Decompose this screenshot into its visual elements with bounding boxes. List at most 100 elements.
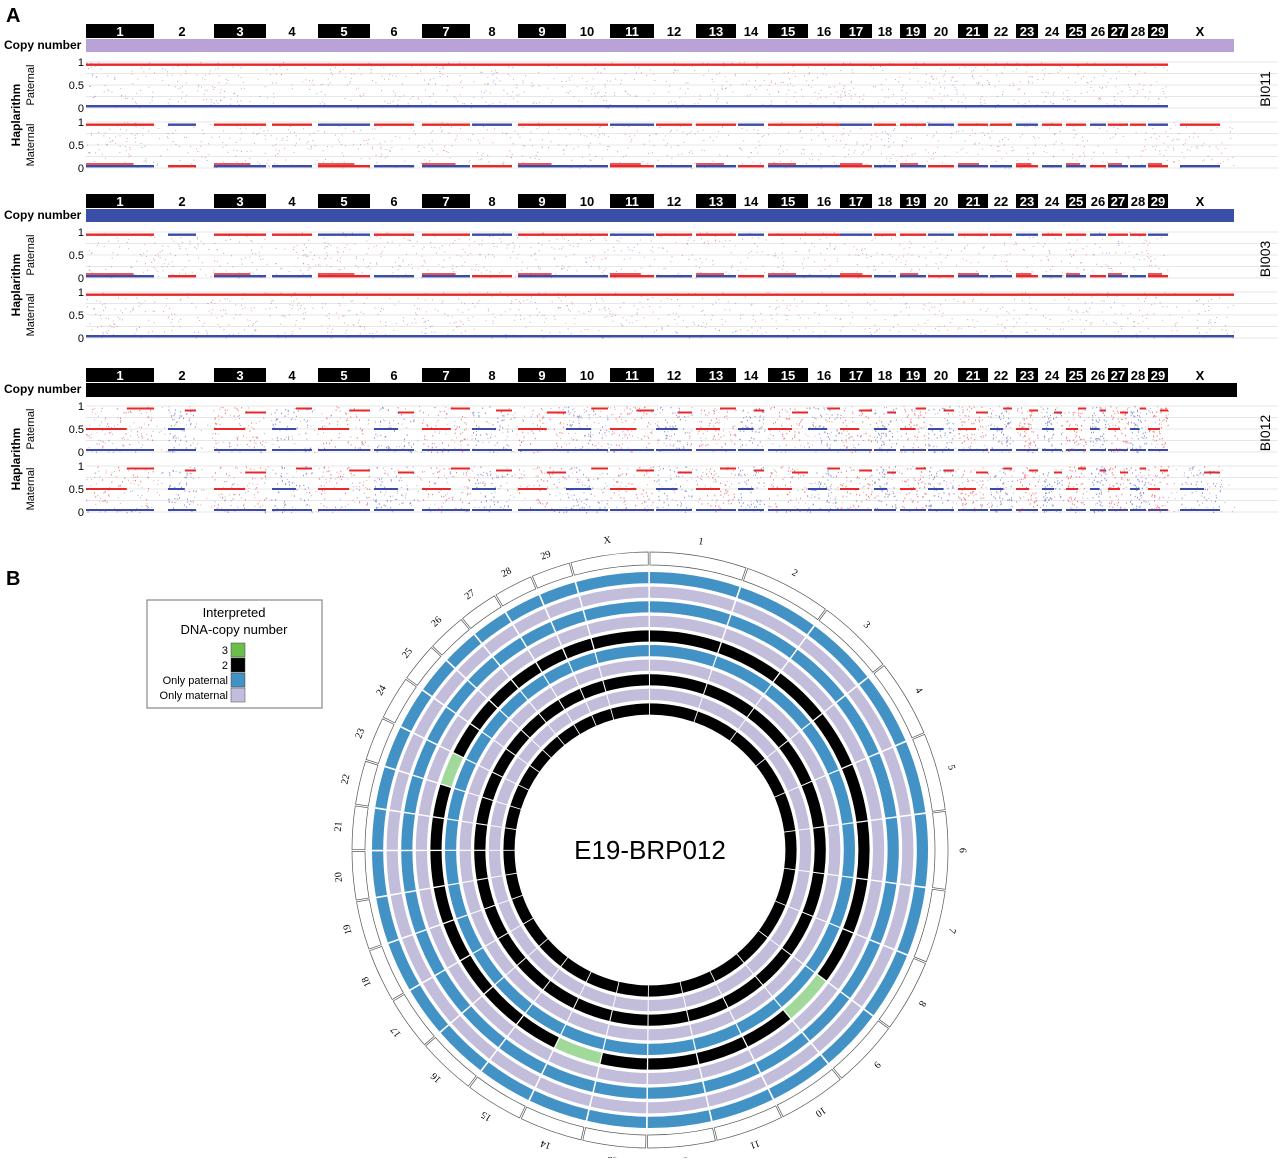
circos-chromosome-label: 8 bbox=[916, 999, 928, 1009]
hap-segment-bottom bbox=[1180, 165, 1220, 168]
hap-segment-bottom bbox=[874, 449, 896, 451]
ring-segment bbox=[446, 680, 476, 713]
axis-tick-label: 0.5 bbox=[69, 484, 84, 496]
hap-segment-mid bbox=[214, 488, 246, 490]
hap-segment-accent bbox=[840, 163, 863, 165]
ring-segment bbox=[736, 999, 781, 1034]
hap-segment-top bbox=[792, 471, 808, 474]
hap-segment-bottom bbox=[696, 509, 736, 511]
ring-segment bbox=[489, 680, 518, 708]
hap-red-band bbox=[86, 63, 1168, 66]
circos-chromosome-label: 5 bbox=[945, 764, 957, 772]
ring-segment bbox=[613, 996, 648, 1012]
hap-segment-top bbox=[126, 467, 154, 470]
axis-tick-label: 0 bbox=[78, 163, 84, 175]
hap-segment-mid bbox=[214, 428, 246, 430]
hap-segment-bottom bbox=[318, 275, 370, 278]
ring-segment bbox=[650, 688, 702, 708]
chromosome-box bbox=[1016, 194, 1038, 208]
hap-segment-bottom bbox=[566, 449, 608, 451]
ideogram-segment bbox=[878, 958, 927, 1028]
hap-segment-top bbox=[1160, 409, 1168, 412]
chromosome-label: 9 bbox=[538, 194, 545, 209]
chromosome-label: 26 bbox=[1091, 24, 1105, 39]
ring-segment bbox=[459, 850, 474, 883]
hap-noise-column bbox=[901, 466, 927, 509]
hap-noise-column bbox=[318, 466, 371, 513]
ring-segment bbox=[650, 703, 698, 722]
chromosome-box bbox=[1108, 194, 1128, 208]
ring-segment bbox=[476, 797, 493, 825]
hap-segment-top bbox=[928, 233, 954, 236]
ring-segment bbox=[491, 876, 509, 904]
hap-segment-top bbox=[720, 407, 736, 410]
ring-segment bbox=[500, 691, 528, 718]
hap-segment-top bbox=[450, 407, 470, 410]
ring-segment bbox=[376, 896, 399, 943]
panel-b-circos: 1234567891011121314151617181920212223242… bbox=[146, 535, 968, 1163]
ideogram-segment bbox=[912, 733, 946, 812]
hap-segment-bottom bbox=[1090, 165, 1106, 168]
circos-chromosome-label: 26 bbox=[429, 615, 444, 630]
axis-tick-label: 1 bbox=[78, 227, 84, 239]
hap-noise-red bbox=[86, 292, 1235, 339]
ring-segment bbox=[557, 724, 580, 745]
chromosome-label: 21 bbox=[966, 194, 980, 209]
chromosome-label: 25 bbox=[1069, 24, 1083, 39]
ideogram-segment bbox=[531, 562, 574, 589]
ring-segment bbox=[723, 976, 763, 1008]
ring-segment bbox=[448, 883, 468, 919]
hap-segment-bottom bbox=[656, 275, 692, 278]
chromosome-box bbox=[1148, 24, 1168, 38]
hap-segment-top bbox=[1108, 123, 1128, 126]
ideogram-segment bbox=[743, 568, 826, 621]
legend-item-label: 2 bbox=[222, 660, 228, 672]
hap-segment-accent bbox=[86, 273, 134, 275]
hap-noise-red bbox=[86, 122, 1235, 169]
circos-ideogram: 1234567891011121314151617181920212223242… bbox=[333, 535, 968, 1163]
hap-noise-column bbox=[1016, 467, 1039, 513]
ideogram-segment bbox=[355, 760, 379, 807]
hap-segment-bottom bbox=[1090, 509, 1106, 511]
ring-segment bbox=[648, 982, 683, 997]
chromosome-box bbox=[768, 368, 808, 382]
hap-segment-bottom bbox=[472, 165, 512, 168]
chromosome-label: 8 bbox=[488, 368, 495, 383]
hap-noise-column bbox=[808, 468, 839, 513]
ring-segment bbox=[462, 881, 481, 914]
hap-segment-bottom bbox=[422, 509, 470, 511]
hap-segment-top bbox=[915, 407, 926, 410]
hap-segment-top bbox=[450, 467, 470, 470]
ring-segment bbox=[555, 1037, 602, 1064]
ring-segment bbox=[457, 646, 491, 678]
chromosome-label: 13 bbox=[709, 194, 723, 209]
axis-tick-label: 1 bbox=[78, 117, 84, 129]
axis-tick-label: 0 bbox=[78, 333, 84, 345]
hap-segment-bottom bbox=[86, 509, 154, 511]
ring-segment bbox=[799, 638, 856, 693]
ring-segment bbox=[447, 788, 465, 821]
hap-segment-bottom bbox=[1108, 165, 1128, 168]
hap-segment-bottom bbox=[1042, 509, 1062, 511]
ring-segment bbox=[650, 659, 712, 681]
ring-segment bbox=[794, 918, 827, 964]
ideogram-segment bbox=[495, 576, 537, 607]
ring-segment bbox=[546, 596, 582, 619]
ring-segment bbox=[767, 750, 799, 791]
ring-segment bbox=[476, 878, 495, 909]
ideogram-segment bbox=[570, 551, 649, 576]
circos-ring-2 bbox=[386, 586, 914, 1114]
hap-segment-top bbox=[126, 407, 154, 410]
hap-segment-bottom bbox=[1090, 449, 1106, 451]
hap-segment-mid bbox=[1180, 488, 1204, 490]
ideogram-segment bbox=[432, 619, 470, 656]
ring-segment bbox=[770, 907, 800, 946]
ring-segment bbox=[650, 601, 731, 626]
chromosome-label: X bbox=[1196, 368, 1205, 383]
copy-number-bar bbox=[86, 209, 1234, 222]
ring-segment bbox=[848, 687, 893, 751]
ring-segment bbox=[842, 823, 856, 878]
circos-ring-10 bbox=[503, 703, 797, 997]
hap-segment-bottom bbox=[990, 275, 1012, 278]
hap-segment-mid bbox=[1148, 488, 1160, 490]
